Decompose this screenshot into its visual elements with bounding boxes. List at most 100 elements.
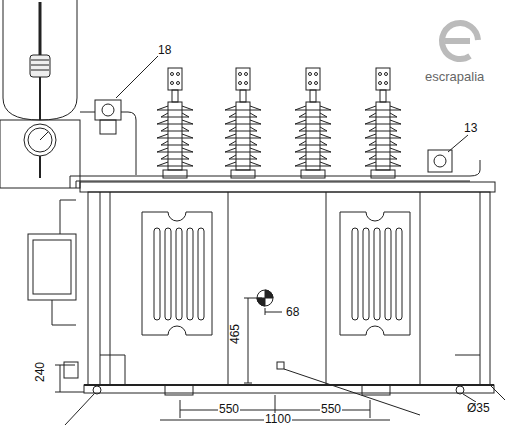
bushing-shed [157, 134, 193, 138]
radiator-slot [374, 228, 380, 320]
bushing-shed [365, 106, 401, 110]
bushing-flange [371, 170, 395, 178]
top-pipe [70, 135, 480, 188]
dimension-label: Ø35 [466, 402, 491, 414]
bushing-shed [295, 148, 331, 152]
control-box [28, 200, 78, 378]
bushing-shed [225, 106, 261, 110]
bushing-shed [369, 127, 397, 131]
bushing-shed [225, 134, 261, 138]
bushing-shed [161, 155, 189, 159]
bushing-stem [380, 90, 386, 102]
terminal-hole [245, 82, 248, 85]
bushing-shed [369, 113, 397, 117]
centre-of-gravity [244, 290, 420, 415]
bushing-stem [240, 90, 246, 102]
dimension-lines [55, 365, 390, 425]
bushing-flange [301, 170, 325, 178]
terminal-hole [309, 82, 312, 85]
bushing-core [168, 102, 182, 170]
terminal [306, 68, 320, 90]
radiator-slot [165, 228, 171, 320]
bushing-shed [157, 106, 193, 110]
bushing-stem [172, 90, 178, 102]
dimension-label: 465 [229, 323, 241, 345]
bushing-shed [229, 127, 257, 131]
watermark-logo [442, 23, 478, 59]
callout-number: 13 [463, 122, 478, 134]
bushing-shed [295, 106, 331, 110]
terminal-hole [177, 73, 180, 76]
bushing-shed [229, 141, 257, 145]
bushing-flange [231, 170, 255, 178]
bushing-shed [295, 120, 331, 124]
bushing-stem [310, 90, 316, 102]
terminal-hole [385, 82, 388, 85]
bushing-shed [365, 134, 401, 138]
terminal [376, 68, 390, 90]
radiator-slot [385, 228, 391, 320]
gauge-panel [0, 120, 80, 188]
terminal-hole [171, 82, 174, 85]
dimension-label: 68 [285, 306, 300, 318]
bushing-shed [299, 127, 327, 131]
dimension-label: 550 [218, 403, 240, 415]
terminal-hole [177, 82, 180, 85]
bushing-shed [295, 134, 331, 138]
bushing-shed [299, 113, 327, 117]
bushing-shed [369, 155, 397, 159]
terminal-hole [315, 73, 318, 76]
bushing-shed [365, 120, 401, 124]
bushing-shed [225, 148, 261, 152]
terminal-hole [379, 73, 382, 76]
terminal-hole [309, 73, 312, 76]
conservator [3, 0, 77, 120]
bushing [157, 68, 401, 178]
dimension-label: 550 [320, 403, 342, 415]
radiator-slot [198, 228, 204, 320]
bushing-shed [225, 162, 261, 166]
radiator-slot [396, 228, 402, 320]
bushing-shed [369, 141, 397, 145]
bushing-core [306, 102, 320, 170]
dimension-label: 240 [34, 361, 46, 383]
bushing-shed [295, 162, 331, 166]
dimension-label: 1100 [264, 413, 292, 425]
callout-number: 18 [157, 44, 172, 56]
radiator-slot [176, 228, 182, 320]
radiator [142, 212, 410, 335]
radiator-slot [187, 228, 193, 320]
watermark: escrapalia [424, 70, 485, 83]
terminal-hole [385, 73, 388, 76]
bushing-shed [161, 113, 189, 117]
bushing-core [376, 102, 390, 170]
buchholz-relay [80, 56, 158, 175]
radiator-slot [363, 228, 369, 320]
bushing-core [236, 102, 250, 170]
terminal-hole [239, 82, 242, 85]
terminal [236, 68, 250, 90]
bushing-shed [161, 141, 189, 145]
radiator-slot [154, 228, 160, 320]
bushing-shed [299, 141, 327, 145]
terminal [168, 68, 182, 90]
terminal-hole [171, 73, 174, 76]
bushing-shed [229, 113, 257, 117]
terminal-hole [245, 73, 248, 76]
bushing-flange [163, 170, 187, 178]
bushing-shed [365, 162, 401, 166]
bushing-shed [161, 127, 189, 131]
tank [80, 182, 495, 385]
terminal-hole [315, 82, 318, 85]
bushing-shed [157, 162, 193, 166]
terminal-hole [239, 73, 242, 76]
base-skid [65, 385, 505, 425]
bushing-shed [299, 155, 327, 159]
bushing-shed [157, 148, 193, 152]
bushing-shed [229, 155, 257, 159]
bushing-shed [157, 120, 193, 124]
terminal-hole [379, 82, 382, 85]
bushing-shed [365, 148, 401, 152]
